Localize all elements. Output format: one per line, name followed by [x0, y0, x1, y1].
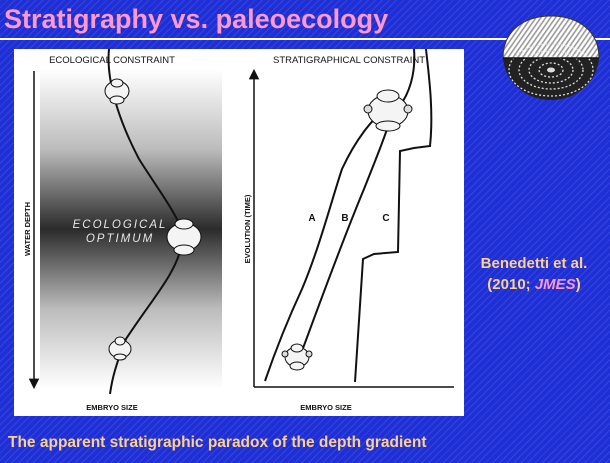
curve-b	[296, 114, 392, 367]
citation-year: (2010;	[487, 276, 535, 293]
slide-title: Stratigraphy vs. paleoecology	[4, 4, 388, 34]
right-embryo-size-label: EMBRYO SIZE	[300, 403, 351, 412]
citation-authors: Benedetti et al.	[463, 253, 605, 274]
citation: Benedetti et al. (2010; JMES)	[463, 253, 605, 295]
citation-year-journal: (2010; JMES)	[463, 274, 605, 295]
curve-a	[265, 109, 386, 381]
ecological-optimum-label-1: ECOLOGICAL	[73, 219, 168, 231]
left-embryo-size-label: EMBRYO SIZE	[86, 403, 137, 412]
right-panel-title: STRATIGRAPHICAL CONSTRAINT	[273, 55, 425, 66]
citation-close: )	[576, 276, 581, 293]
water-depth-label: WATER DEPTH	[23, 202, 32, 256]
paleoecology-figure: ECOLOGICAL CONSTRAINT WATER DEPTH ECOLOG…	[14, 49, 464, 416]
evolution-time-label: EVOLUTION (TIME)	[243, 194, 252, 263]
left-panel-title: ECOLOGICAL CONSTRAINT	[49, 55, 175, 66]
foraminifera-small-bottom-right	[282, 344, 312, 370]
slide-caption: The apparent stratigraphic paradox of th…	[8, 433, 427, 453]
curve-label-b: B	[341, 213, 348, 224]
citation-journal: JMES	[535, 276, 576, 293]
curve-label-c: C	[382, 213, 389, 224]
ecological-optimum-label-2: OPTIMUM	[86, 233, 154, 245]
foraminifera-shell-logo	[495, 12, 605, 104]
curve-label-a: A	[308, 213, 315, 224]
